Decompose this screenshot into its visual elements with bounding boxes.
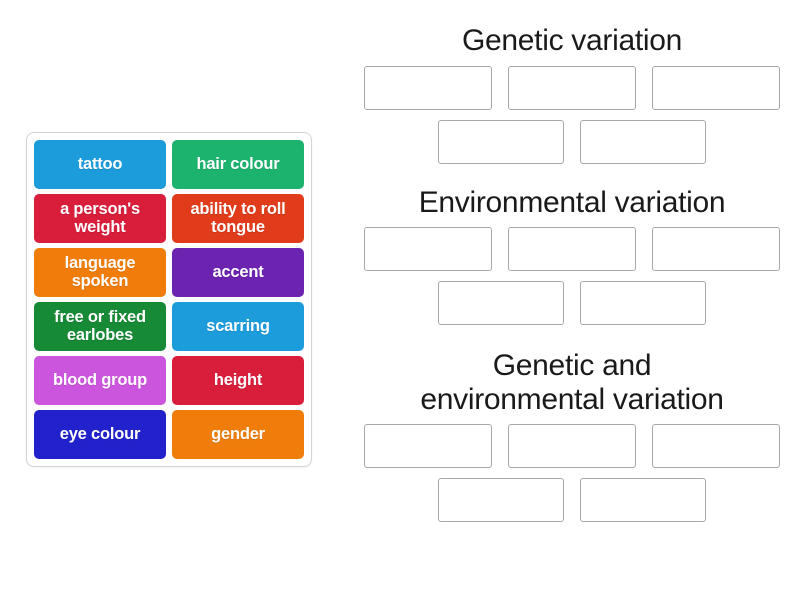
category-heading: Genetic variation bbox=[352, 24, 792, 66]
tile-tray: tattoo hair colour a person's weight abi… bbox=[26, 132, 312, 467]
tile-label: language spoken bbox=[64, 253, 136, 290]
dropzone[interactable] bbox=[508, 424, 636, 469]
tile-label: accent bbox=[212, 262, 264, 281]
tile-tattoo[interactable]: tattoo bbox=[34, 140, 166, 189]
dropzone[interactable] bbox=[508, 227, 636, 272]
category-list: Genetic variation Environmental variatio… bbox=[352, 24, 792, 532]
dropzone[interactable] bbox=[652, 227, 780, 272]
dropzone-row bbox=[352, 65, 792, 110]
tile-label: tattoo bbox=[77, 154, 123, 173]
tile-label: ability to roll tongue bbox=[190, 199, 286, 236]
category-heading-line: Genetic and bbox=[492, 349, 652, 383]
tile-label: gender bbox=[211, 424, 265, 443]
dropzone[interactable] bbox=[438, 478, 564, 523]
tile-ability-to-roll-tongue[interactable]: ability to roll tongue bbox=[172, 194, 304, 243]
tile-eye-colour[interactable]: eye colour bbox=[34, 410, 166, 459]
category-environmental-variation: Environmental variation bbox=[352, 186, 792, 326]
dropzone[interactable] bbox=[652, 424, 780, 469]
tile-blood-group[interactable]: blood group bbox=[34, 356, 166, 405]
dropzone-row bbox=[352, 119, 792, 164]
tile-scarring[interactable]: scarring bbox=[172, 302, 304, 351]
tile-label: hair colour bbox=[196, 154, 280, 173]
dropzone[interactable] bbox=[652, 65, 780, 110]
dropzone-row bbox=[352, 281, 792, 326]
tile-a-persons-weight[interactable]: a person's weight bbox=[34, 194, 166, 243]
dropzone[interactable] bbox=[580, 281, 706, 326]
dropzone[interactable] bbox=[438, 119, 564, 164]
tile-free-or-fixed-earlobes[interactable]: free or fixed earlobes bbox=[34, 302, 166, 351]
tile-label: free or fixed earlobes bbox=[54, 307, 146, 344]
dropzone[interactable] bbox=[508, 65, 636, 110]
tile-label: scarring bbox=[206, 316, 270, 335]
tile-label: eye colour bbox=[59, 424, 141, 443]
dropzone[interactable] bbox=[580, 119, 706, 164]
tile-label: blood group bbox=[52, 370, 148, 389]
category-heading-line: Environmental variation bbox=[418, 185, 726, 219]
dropzone[interactable] bbox=[364, 424, 492, 469]
tile-language-spoken[interactable]: language spoken bbox=[34, 248, 166, 297]
tile-height[interactable]: height bbox=[172, 356, 304, 405]
tile-label: a person's weight bbox=[60, 199, 140, 236]
tile-accent[interactable]: accent bbox=[172, 248, 304, 297]
tile-label: height bbox=[213, 370, 263, 389]
dropzone-row bbox=[352, 424, 792, 469]
tile-grid: tattoo hair colour a person's weight abi… bbox=[34, 140, 304, 459]
tile-hair-colour[interactable]: hair colour bbox=[172, 140, 304, 189]
dropzone[interactable] bbox=[364, 65, 492, 110]
category-genetic-variation: Genetic variation bbox=[352, 24, 792, 164]
category-heading-line: Genetic variation bbox=[461, 24, 683, 57]
dropzone[interactable] bbox=[580, 478, 706, 523]
category-heading-line: environmental variation bbox=[420, 382, 724, 416]
category-heading: Environmental variation bbox=[352, 186, 792, 228]
dropzone[interactable] bbox=[364, 227, 492, 272]
dropzone-row bbox=[352, 478, 792, 523]
dropzone[interactable] bbox=[438, 281, 564, 326]
dropzone-row bbox=[352, 227, 792, 272]
tile-gender[interactable]: gender bbox=[172, 410, 304, 459]
